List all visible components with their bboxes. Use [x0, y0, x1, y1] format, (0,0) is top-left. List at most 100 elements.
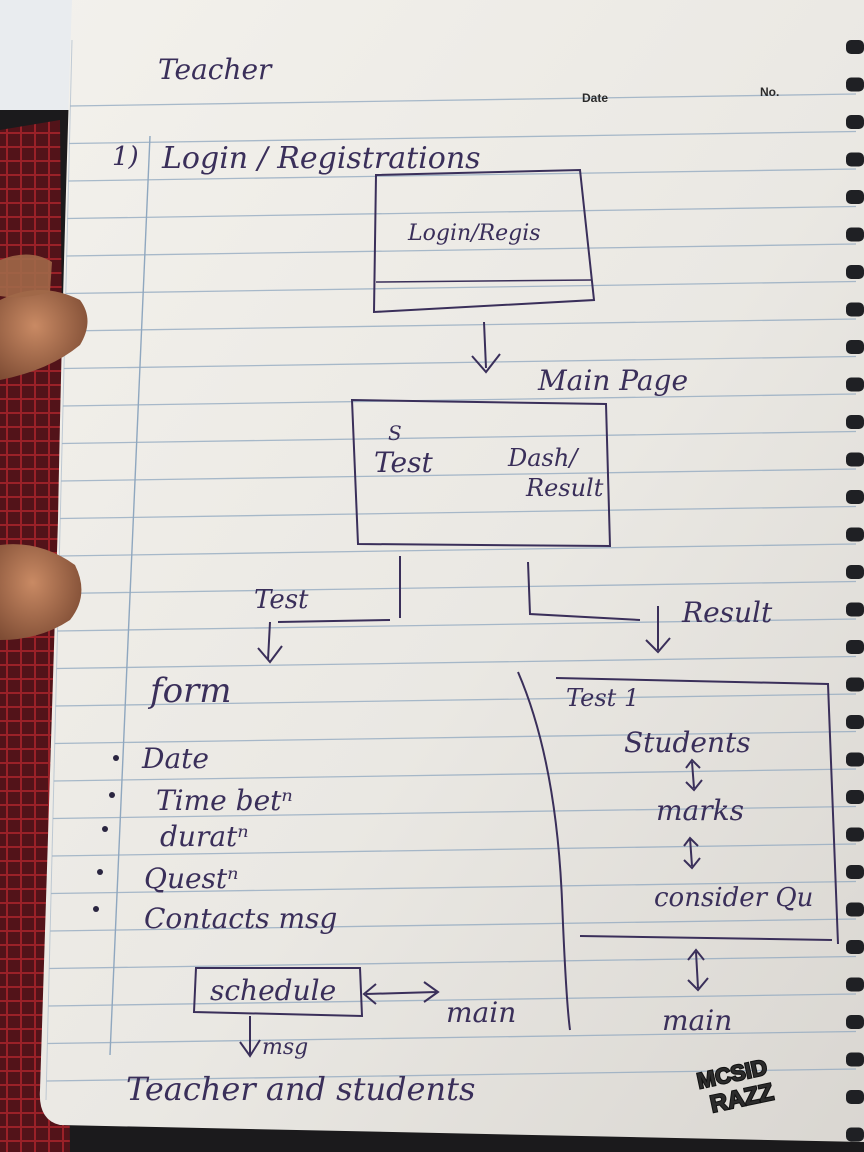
spiral-ring	[846, 377, 864, 392]
ruled-line	[56, 655, 857, 670]
login-box	[372, 168, 596, 314]
form-item: Date	[141, 742, 209, 775]
spiral-binding	[846, 40, 864, 1142]
number-label: No.	[760, 85, 779, 99]
results-step: consider Qu	[654, 883, 813, 913]
ruled-line	[66, 243, 857, 257]
login-heading: Login / Registrations	[161, 141, 481, 176]
result-branch-line	[527, 561, 671, 654]
results-step: marks	[656, 794, 744, 827]
results-left-bracket	[517, 671, 571, 1031]
form-list: Date Time betⁿ duratⁿ Questⁿ Contacts ms…	[93, 742, 337, 935]
spiral-ring	[846, 490, 864, 504]
spiral-ring	[846, 1090, 864, 1104]
ruled-line	[69, 130, 857, 145]
ruled-line	[46, 1068, 857, 1082]
spiral-ring	[846, 902, 864, 917]
login-box-inner-line	[375, 279, 593, 283]
test-branch-line	[257, 556, 401, 664]
step-marker: 1)	[112, 142, 139, 172]
form-item: Questⁿ	[144, 862, 239, 895]
ruled-line	[54, 730, 857, 745]
bidirectional-arrow-icon	[362, 981, 440, 1005]
spiral-ring	[846, 265, 864, 279]
ruled-line	[49, 955, 857, 970]
test-branch-label: Test	[254, 585, 309, 615]
spiral-ring	[846, 452, 864, 467]
ruled-line	[47, 1030, 857, 1045]
ruled-line	[48, 993, 857, 1007]
form-item: Contacts msg	[144, 902, 337, 935]
spiral-ring	[846, 715, 864, 729]
ruled-line	[53, 768, 857, 782]
main-box-dash: Dash/	[507, 444, 580, 472]
spiral-ring	[846, 340, 864, 354]
ruled-line	[51, 843, 857, 857]
bullet-icon	[113, 755, 119, 761]
main-box-test: Test	[374, 446, 433, 479]
top-left-light	[0, 0, 75, 110]
spiral-ring	[846, 940, 864, 954]
ruled-line	[57, 618, 857, 632]
notebook-page	[39, 0, 864, 1142]
result-branch-label: Result	[681, 596, 773, 629]
spiral-ring	[846, 40, 864, 54]
spiral-ring	[846, 827, 864, 842]
ruled-line	[59, 543, 857, 557]
schedule-label: schedule	[210, 974, 336, 1007]
ruled-line	[67, 205, 857, 220]
bullet-icon	[109, 792, 115, 798]
form-item: Time betⁿ	[156, 784, 293, 817]
bullet-icon	[93, 906, 99, 912]
spiral-ring	[846, 302, 864, 317]
results-header: Test 1	[566, 684, 639, 712]
main-page-label: Main Page	[537, 364, 688, 397]
spiral-ring	[846, 640, 864, 654]
spiral-ring	[846, 865, 864, 879]
spiral-ring	[846, 677, 864, 692]
margin-line	[109, 135, 151, 1056]
main-page-box	[350, 398, 612, 548]
spiral-ring	[846, 190, 864, 204]
main-box-result: Result	[525, 474, 604, 502]
spiral-ring	[846, 752, 864, 767]
date-label: Date	[582, 91, 608, 105]
updown-arrow-icon	[687, 948, 709, 992]
ruled-line	[58, 580, 857, 595]
spiral-ring	[846, 415, 864, 429]
ruled-line	[63, 355, 857, 370]
spiral-ring	[846, 77, 864, 92]
ruled-line	[60, 468, 857, 482]
updown-arrow-icon	[683, 836, 701, 870]
ruled-line	[65, 280, 857, 295]
bullet-icon	[97, 869, 103, 875]
form-title: form	[147, 671, 232, 711]
spiral-ring	[846, 1052, 864, 1067]
ruled-line	[52, 805, 857, 820]
hand	[0, 254, 88, 640]
schedule-target: main	[446, 996, 516, 1029]
ruled-lines	[46, 93, 857, 1082]
results-end: main	[662, 1004, 732, 1037]
ruled-line	[64, 318, 857, 332]
spiral-ring	[846, 227, 864, 242]
spiral-ring	[846, 790, 864, 804]
ruled-line	[55, 693, 857, 707]
results-step: Students	[624, 726, 751, 759]
main-box-mark: S	[388, 421, 402, 445]
spiral-ring	[846, 1015, 864, 1029]
spiral-ring	[846, 565, 864, 579]
spiral-ring	[846, 152, 864, 167]
ruled-line	[68, 168, 857, 182]
ruled-line	[61, 430, 857, 445]
updown-arrow-icon	[685, 758, 703, 792]
bullet-icon	[102, 826, 108, 832]
login-box-label: Login/Regis	[407, 221, 541, 246]
page-title: Teacher	[158, 53, 273, 86]
spiral-ring	[846, 115, 864, 129]
ruled-line	[69, 93, 857, 107]
arrow-down-icon	[471, 321, 501, 374]
spiral-ring	[846, 527, 864, 542]
ruled-line	[50, 918, 857, 932]
